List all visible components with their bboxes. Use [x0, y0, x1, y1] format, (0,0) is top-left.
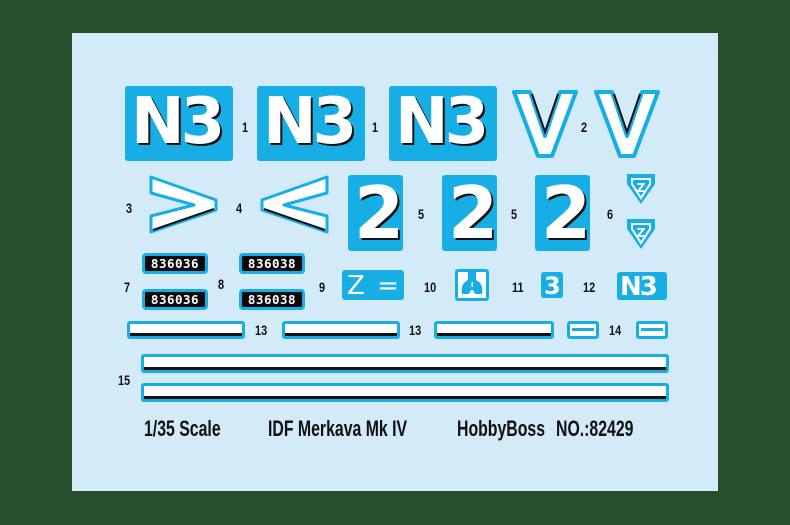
decal-1-a: N3 — [125, 86, 233, 161]
scale-label: 1/35 Scale — [144, 416, 221, 441]
decal-number-3: 3 — [126, 200, 133, 216]
decal-5-c: 2 — [535, 175, 590, 251]
decal-5-a: 2 — [348, 175, 403, 251]
decal-number-4: 4 — [236, 200, 243, 216]
model-name: IDF Merkava Mk IV — [268, 416, 408, 441]
decal-6-shield-icon: Z — [627, 174, 655, 204]
decal-9: Z = — [342, 270, 404, 300]
decal-number-5: 5 — [511, 206, 518, 222]
decal-4-chevron-left-icon — [260, 175, 329, 234]
crest-icon — [461, 272, 483, 294]
product-number: NO.:82429 — [556, 416, 634, 441]
decal-2-v-icon — [512, 90, 578, 158]
svg-text:Z: Z — [637, 226, 646, 240]
decal-number-2: 2 — [581, 119, 588, 135]
decal-11-glyph: 3 — [544, 272, 561, 298]
decal-3-chevron-right-icon — [149, 175, 218, 234]
decal-13-bar — [282, 321, 400, 339]
decal-7-serial: 836036 — [142, 289, 208, 310]
decal-9-glyph: Z = — [347, 271, 401, 300]
decal-2-v-icon — [594, 90, 660, 158]
decal-number-1: 1 — [242, 119, 249, 135]
decal-13-bar — [127, 321, 245, 339]
decal-number-14: 14 — [609, 322, 622, 338]
decal-number-10: 10 — [424, 279, 437, 295]
decal-1-c: N3 — [389, 86, 497, 161]
decal-number-15: 15 — [118, 372, 131, 388]
decal-number-5: 5 — [418, 206, 425, 222]
brand-name: HobbyBoss — [457, 416, 546, 441]
decal-5-glyph: 2 — [541, 175, 590, 251]
decal-5-glyph: 2 — [448, 175, 497, 251]
decal-number-7: 7 — [124, 279, 131, 295]
decal-1-glyph: N3 — [263, 86, 357, 159]
decal-5-glyph: 2 — [354, 175, 403, 251]
decal-8-serial: 836038 — [239, 253, 305, 274]
decal-5-b: 2 — [442, 175, 497, 251]
decal-13-bar — [434, 321, 554, 339]
decal-14-a — [567, 321, 599, 339]
decal-number-13: 13 — [255, 322, 268, 338]
decal-number-6: 6 — [607, 206, 614, 222]
decal-number-12: 12 — [583, 279, 596, 295]
decal-15-bar — [141, 354, 669, 373]
decal-1-glyph: N3 — [395, 86, 489, 159]
decal-10 — [455, 269, 489, 301]
decal-1-b: N3 — [257, 86, 365, 161]
decal-sheet: N3 1 N3 1 N3 2 3 4 2 5 2 5 2 6 Z — [72, 33, 718, 491]
decal-6-shield-icon: Z — [627, 219, 655, 249]
decal-14-b — [636, 321, 668, 339]
svg-text:Z: Z — [637, 181, 646, 195]
decal-number-1: 1 — [372, 119, 379, 135]
decal-number-9: 9 — [319, 279, 326, 295]
decal-15-bar — [141, 383, 669, 402]
decal-12-glyph: N3 — [620, 272, 658, 300]
decal-8-serial: 836038 — [239, 289, 305, 310]
decal-1-glyph: N3 — [131, 86, 225, 159]
decal-number-13: 13 — [409, 322, 422, 338]
decal-11: 3 — [541, 272, 563, 298]
decal-7-serial: 836036 — [142, 253, 208, 274]
decal-number-8: 8 — [218, 276, 225, 292]
decal-12: N3 — [617, 272, 667, 300]
decal-number-11: 11 — [512, 279, 524, 295]
